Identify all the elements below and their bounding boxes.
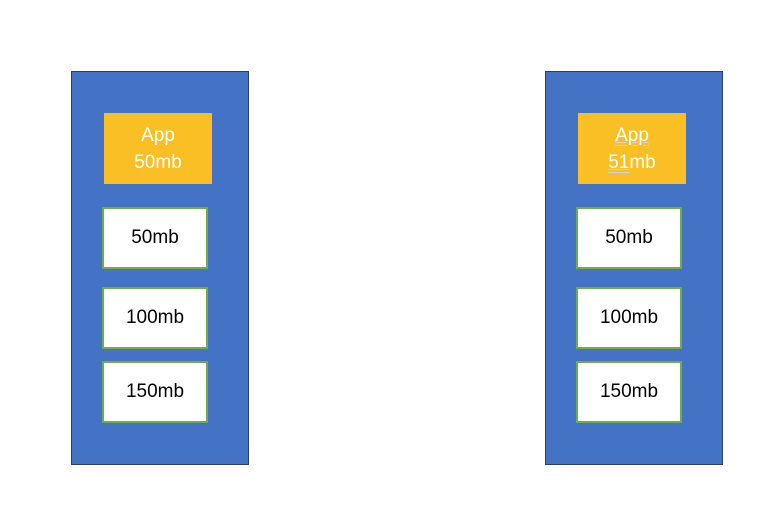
memory-block: 50mb — [102, 207, 208, 269]
app-block: App 51mb — [578, 113, 686, 184]
app-label: App — [141, 125, 175, 146]
app-label: App — [615, 125, 649, 146]
device-right: App 51mb 50mb 100mb 150mb — [545, 71, 723, 465]
memory-block: 150mb — [576, 361, 682, 423]
memory-block: 50mb — [576, 207, 682, 269]
device-left: App 50mb 50mb 100mb 150mb — [71, 71, 249, 465]
memory-block: 150mb — [102, 361, 208, 423]
app-size-number: 51 — [608, 152, 630, 173]
memory-block: 100mb — [576, 287, 682, 349]
app-size: 51mb — [578, 149, 686, 176]
app-block: App 50mb — [104, 113, 212, 184]
app-size-unit: mb — [629, 152, 656, 173]
app-size: 50mb — [134, 152, 182, 173]
memory-block: 100mb — [102, 287, 208, 349]
